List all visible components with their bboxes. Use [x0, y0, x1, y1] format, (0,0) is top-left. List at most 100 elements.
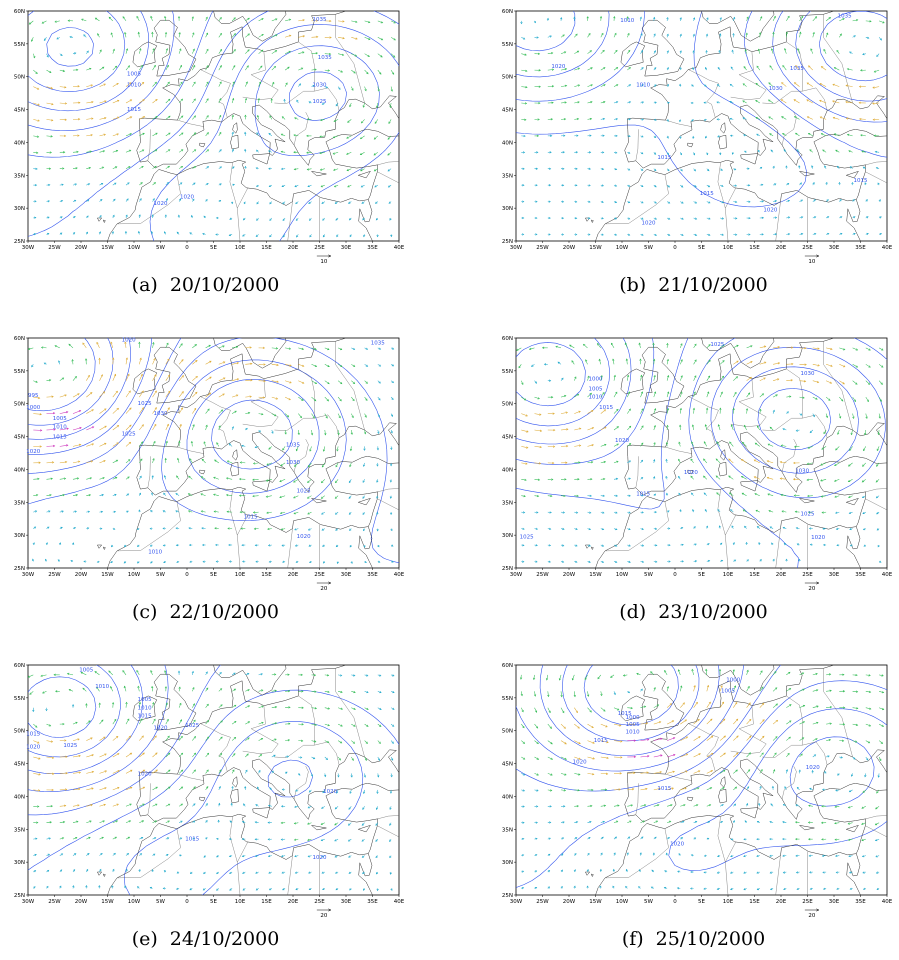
wind-vector-head: [798, 558, 801, 562]
wind-vector: [178, 48, 182, 54]
wind-vector: [165, 735, 170, 741]
wind-vector: [666, 408, 669, 414]
wind-vector: [865, 396, 869, 402]
wind-vector-head: [745, 32, 748, 35]
wind-vector-head: [352, 364, 356, 367]
wind-vector: [377, 789, 379, 794]
island-outline: [620, 41, 646, 68]
wind-vector: [72, 821, 79, 823]
wind-vector-head: [756, 133, 759, 136]
island-outline: [641, 346, 685, 404]
wind-vector: [626, 358, 628, 365]
wind-vector-head: [150, 230, 154, 234]
wind-vector: [680, 753, 688, 758]
wind-vector: [59, 411, 68, 414]
wind-vector: [705, 669, 708, 675]
wind-vector-head: [321, 871, 324, 874]
wind-vector: [864, 429, 867, 435]
x-tick-label: 40E: [394, 245, 405, 251]
wind-vector-head: [233, 688, 237, 691]
wind-vector: [667, 771, 675, 774]
wind-vector: [521, 479, 527, 481]
wind-vector-head: [78, 101, 81, 104]
wind-vector: [351, 380, 355, 384]
panel-date: 21/10/2000: [658, 274, 768, 296]
wind-vector-head: [252, 462, 256, 465]
wind-vector-head: [641, 233, 644, 236]
wind-vector-head: [88, 166, 92, 170]
x-tick-label: 0: [673, 245, 677, 251]
wind-vector-head: [363, 528, 366, 532]
wind-vector-head: [387, 185, 391, 188]
wind-vector-head: [335, 480, 338, 484]
wind-vector: [640, 391, 643, 398]
wind-vector: [640, 67, 644, 71]
wind-vector-head: [590, 804, 593, 808]
wind-vector-head: [563, 805, 566, 808]
wind-vector-head: [213, 476, 216, 479]
wind-vector: [293, 134, 299, 137]
wind-vector-head: [550, 742, 553, 745]
wind-vector: [218, 361, 225, 365]
wind-vector-head: [348, 480, 351, 484]
country-border: [717, 816, 726, 863]
island-outline: [102, 873, 106, 878]
wind-vector-head: [312, 84, 315, 87]
wind-vector: [666, 343, 668, 348]
wind-vector-head: [707, 168, 710, 172]
wind-vector-head: [39, 413, 42, 416]
wind-vector: [139, 182, 143, 186]
wind-vector-head: [312, 757, 316, 760]
wind-vector-head: [377, 758, 380, 761]
wind-vector: [178, 703, 182, 708]
wind-vector-head: [261, 705, 264, 708]
wind-vector-head: [573, 694, 576, 698]
wind-vector-head: [347, 839, 351, 842]
wind-vector-head: [297, 432, 300, 436]
wind-vector-head: [586, 868, 589, 872]
wind-vector-head: [375, 839, 378, 842]
wind-vector: [852, 413, 854, 419]
wind-vector-head: [361, 823, 364, 826]
wind-vector: [600, 33, 604, 38]
wind-vector: [786, 396, 791, 398]
wind-vector: [653, 754, 663, 758]
wind-vector: [627, 408, 631, 414]
wind-vector-head: [522, 511, 526, 514]
y-tick-label: 30N: [14, 533, 25, 539]
wind-vector-head: [193, 752, 197, 755]
wind-vector-head: [830, 364, 833, 367]
wind-vector: [271, 413, 277, 417]
wind-vector-head: [560, 17, 563, 20]
wind-vector-head: [522, 741, 526, 744]
wind-vector-head: [538, 101, 541, 105]
wind-vector-head: [233, 753, 236, 756]
wind-vector-head: [536, 494, 540, 498]
wind-vector-head: [295, 560, 298, 563]
wind-vector: [768, 510, 774, 513]
wind-vector-head: [282, 560, 285, 563]
wind-vector: [59, 444, 68, 447]
wind-vector-head: [695, 701, 698, 705]
wind-vector: [125, 769, 133, 774]
wind-vector-head: [100, 527, 103, 530]
x-tick-label: 25W: [48, 572, 61, 578]
wind-vector-head: [47, 853, 50, 856]
wind-vector-head: [685, 770, 688, 773]
wind-vector-head: [335, 103, 338, 107]
wind-vector-head: [721, 233, 724, 236]
wind-vector: [165, 752, 171, 758]
wind-vector-head: [825, 415, 829, 419]
wind-vector: [821, 133, 827, 137]
wind-vector-head: [81, 18, 84, 21]
wind-vector-head: [238, 477, 242, 481]
wind-vector-head: [136, 670, 139, 673]
reference-vector-head: [328, 908, 332, 912]
island-outline: [132, 695, 158, 722]
wind-vector-head: [71, 359, 74, 362]
wind-vector-head: [238, 494, 242, 497]
wind-vector: [165, 786, 171, 791]
wind-vector: [613, 789, 621, 791]
x-tick-label: 30E: [829, 245, 840, 251]
wind-vector-head: [267, 821, 270, 824]
